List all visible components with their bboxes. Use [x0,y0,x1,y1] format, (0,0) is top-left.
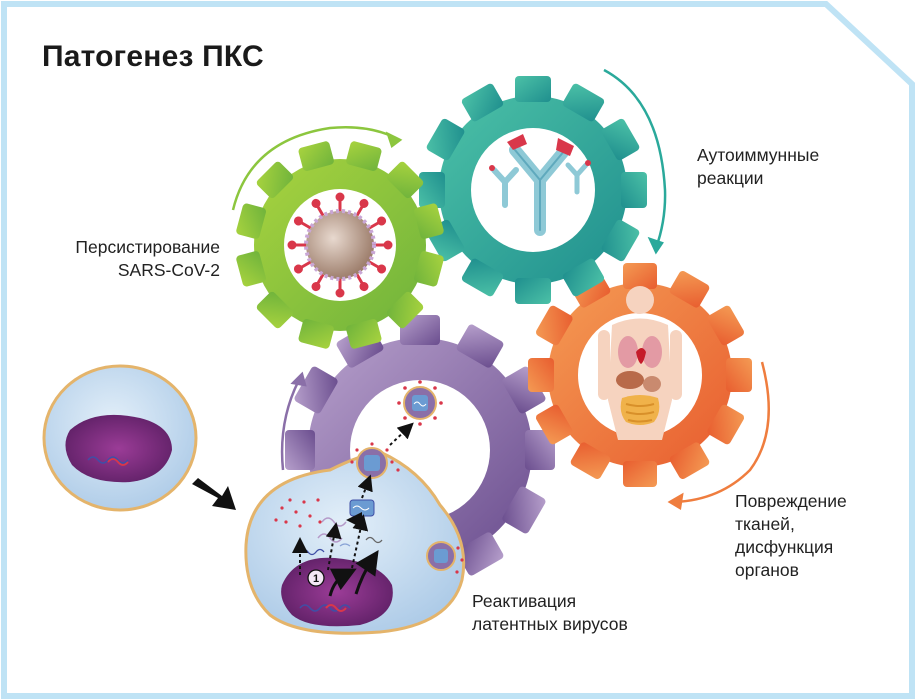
gear-autoimmune [419,76,647,304]
label-damage-line1: Повреждение [735,491,847,511]
label-autoimmune: Аутоиммунные реакции [697,144,819,190]
page-title: Патогенез ПКС [42,40,264,73]
label-autoimmune-line1: Аутоиммунные [697,145,820,165]
cycle-arrows [231,68,770,511]
human-body-icon [598,286,682,440]
label-persistence-line1: Персистирование [75,237,220,257]
label-organ-damage: Повреждение тканей, дисфункция органов [735,490,847,582]
label-reactivation-line2: латентных вирусов [472,614,628,634]
label-reactivation: Реактивация латентных вирусов [472,590,628,636]
label-damage-line4: органов [735,560,799,580]
latent-infected-cell [42,364,198,512]
coronavirus-icon [287,192,393,298]
label-persistence-line2: SARS-CoV-2 [117,260,220,280]
label-damage-line2: тканей, [735,514,795,534]
transition-arrow [192,478,236,510]
step-marker-1: 1 [313,573,319,585]
reactivated-cell: 1 [244,422,466,635]
label-reactivation-line1: Реактивация [472,591,577,611]
label-persistence: Персистирование SARS-CoV-2 [60,236,220,282]
released-virion-icon [397,380,443,426]
antibody-icon [489,134,591,236]
label-autoimmune-line2: реакции [697,168,764,188]
label-damage-line3: дисфункция [735,537,834,557]
